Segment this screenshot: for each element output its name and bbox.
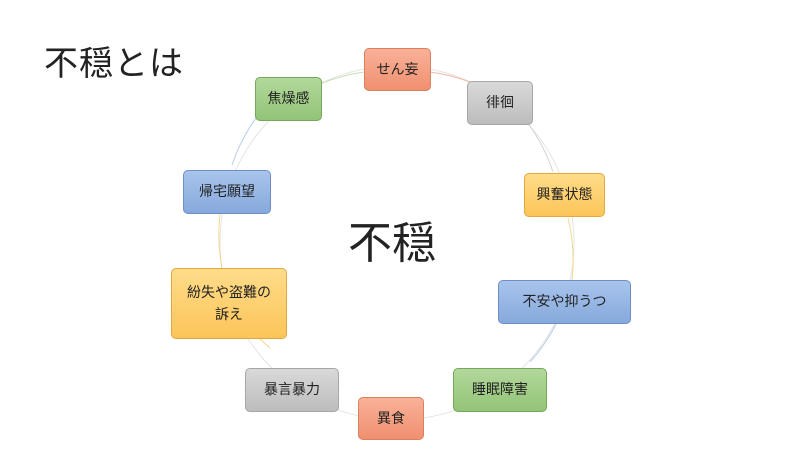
node-delirium: せん妄 <box>364 48 431 91</box>
node-agitation: 焦燥感 <box>255 77 322 121</box>
center-label: 不穏 <box>348 218 436 269</box>
node-go-home-desire: 帰宅願望 <box>183 170 271 214</box>
slide-title: 不穏とは <box>44 44 184 84</box>
node-violence: 暴言暴力 <box>245 368 339 412</box>
node-sleep-disorder: 睡眠障害 <box>453 368 547 412</box>
node-theft-claims: 紛失や盗難の 訴え <box>171 268 287 339</box>
node-anxiety: 不安や抑うつ <box>498 280 631 324</box>
node-wandering: 徘徊 <box>467 81 533 125</box>
node-excitement: 興奮状態 <box>524 173 605 217</box>
node-pica: 異食 <box>358 397 424 440</box>
